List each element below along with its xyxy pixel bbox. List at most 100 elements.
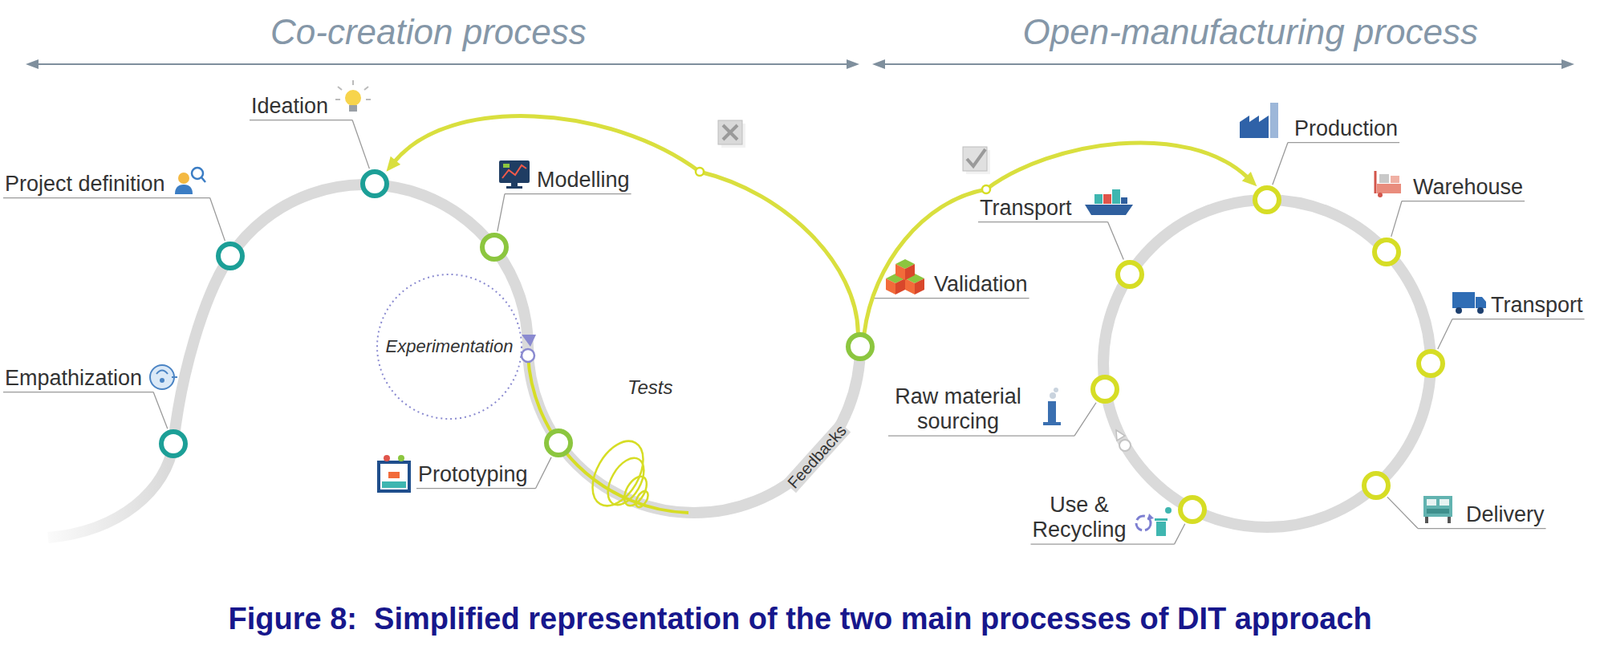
delivery-icon (1426, 508, 1450, 514)
truck-icon (1452, 292, 1487, 314)
modelling-icon (499, 160, 530, 189)
modelling-icon (499, 160, 530, 183)
tests-loops (600, 451, 651, 511)
warehouse-icon (1390, 175, 1400, 183)
tests-loops (581, 432, 654, 515)
section-arrow (881, 63, 1565, 65)
raw-material-icon (1053, 387, 1059, 393)
process-track (230, 184, 528, 347)
experiment-marker (521, 349, 535, 362)
experiment-marker (521, 334, 537, 347)
ship-icon (1112, 189, 1121, 204)
leader-line (1437, 319, 1585, 350)
approved-icon (962, 146, 991, 175)
tests-loops (619, 472, 651, 510)
step-label: Production (1294, 116, 1398, 142)
delivery-icon (1447, 516, 1451, 524)
project-icon (201, 177, 206, 183)
modelling-icon (506, 186, 523, 189)
printer-icon (378, 454, 410, 492)
rejected-icon (722, 125, 738, 140)
process-step-ring: Ideation (360, 169, 390, 199)
delivery-icon (1439, 499, 1450, 506)
step-label: Use & Recycling (1032, 492, 1127, 543)
idea-rays (335, 98, 341, 101)
modelling-icon (511, 182, 518, 187)
process-step-ring: Empathization (158, 429, 188, 459)
delivery-icon (1425, 516, 1429, 524)
recycle-icon (1165, 507, 1172, 514)
recycle-icon (1147, 513, 1154, 520)
section-arrow (35, 63, 850, 65)
truck-icon (1455, 307, 1462, 314)
arrow-head (1242, 171, 1258, 187)
truck-icon (1475, 296, 1487, 309)
idea-rays (365, 98, 371, 101)
printer-icon (381, 481, 407, 488)
printer-icon (388, 471, 400, 479)
leader-line (1387, 496, 1547, 528)
empathy-icon (159, 377, 165, 383)
empathy-icon (156, 370, 168, 375)
rejected-icon (718, 120, 746, 148)
project-icon (178, 172, 190, 184)
warehouse-icon (1377, 192, 1383, 198)
process-step-ring: Raw material sourcing (1090, 374, 1120, 404)
path-dot (982, 185, 991, 194)
path-dot (695, 167, 704, 176)
leader-line (416, 457, 552, 489)
leader-line (1272, 142, 1400, 186)
process-step-ring: Validation (845, 332, 875, 362)
idea-icon (335, 80, 371, 112)
delivery-icon (1423, 495, 1453, 524)
section-heading: Co-creation process (270, 12, 587, 53)
feedback-label: Feedbacks (783, 420, 851, 493)
section-arrow (25, 59, 39, 70)
warehouse-icon (1374, 170, 1377, 194)
raw-material-icon (1049, 392, 1056, 399)
idea-rays (337, 86, 342, 90)
ship-icon (1120, 197, 1128, 204)
leader-line (3, 198, 225, 242)
truck-icon (1452, 292, 1475, 309)
approved-icon (966, 149, 986, 167)
figure-caption: Figure 8: Simplified representation of t… (228, 601, 1373, 638)
delivery-icon (1423, 495, 1453, 517)
step-label: Ideation (251, 93, 329, 119)
process-step-ring: Project definition (215, 241, 245, 271)
leader-line (249, 120, 370, 170)
recycle-icon (1136, 507, 1172, 537)
arrow-head (386, 156, 402, 172)
factory-icon (1270, 102, 1279, 139)
connector-line (864, 142, 1248, 333)
ship-icon (1094, 194, 1103, 204)
step-label: Validation (934, 272, 1028, 297)
process-step-ring: Transport (1115, 259, 1145, 289)
step-label: Prototyping (418, 462, 528, 488)
raw-material-icon (1047, 401, 1056, 426)
step-label: Delivery (1465, 502, 1545, 528)
ship-icon (1103, 194, 1112, 204)
warehouse-icon (1375, 170, 1402, 198)
printer-icon (397, 454, 405, 462)
process-track (48, 255, 231, 538)
step-label: Empathization (4, 365, 143, 391)
process-track (48, 184, 1431, 538)
process-track (527, 346, 861, 513)
leader-line (864, 298, 1029, 332)
empathy-icon (150, 365, 175, 390)
printer-icon (383, 454, 390, 462)
idea-icon (349, 105, 358, 112)
step-label: Warehouse (1413, 174, 1523, 200)
tests-loops (633, 488, 650, 509)
loop-direction-marker (1119, 439, 1131, 451)
ship-icon (1084, 189, 1133, 216)
section-arrow (25, 59, 860, 70)
step-label: Modelling (536, 167, 630, 193)
tests-loops (581, 432, 654, 515)
step-label: Transport (1490, 292, 1584, 318)
section-arrow (872, 59, 886, 70)
path-dot (695, 167, 991, 194)
